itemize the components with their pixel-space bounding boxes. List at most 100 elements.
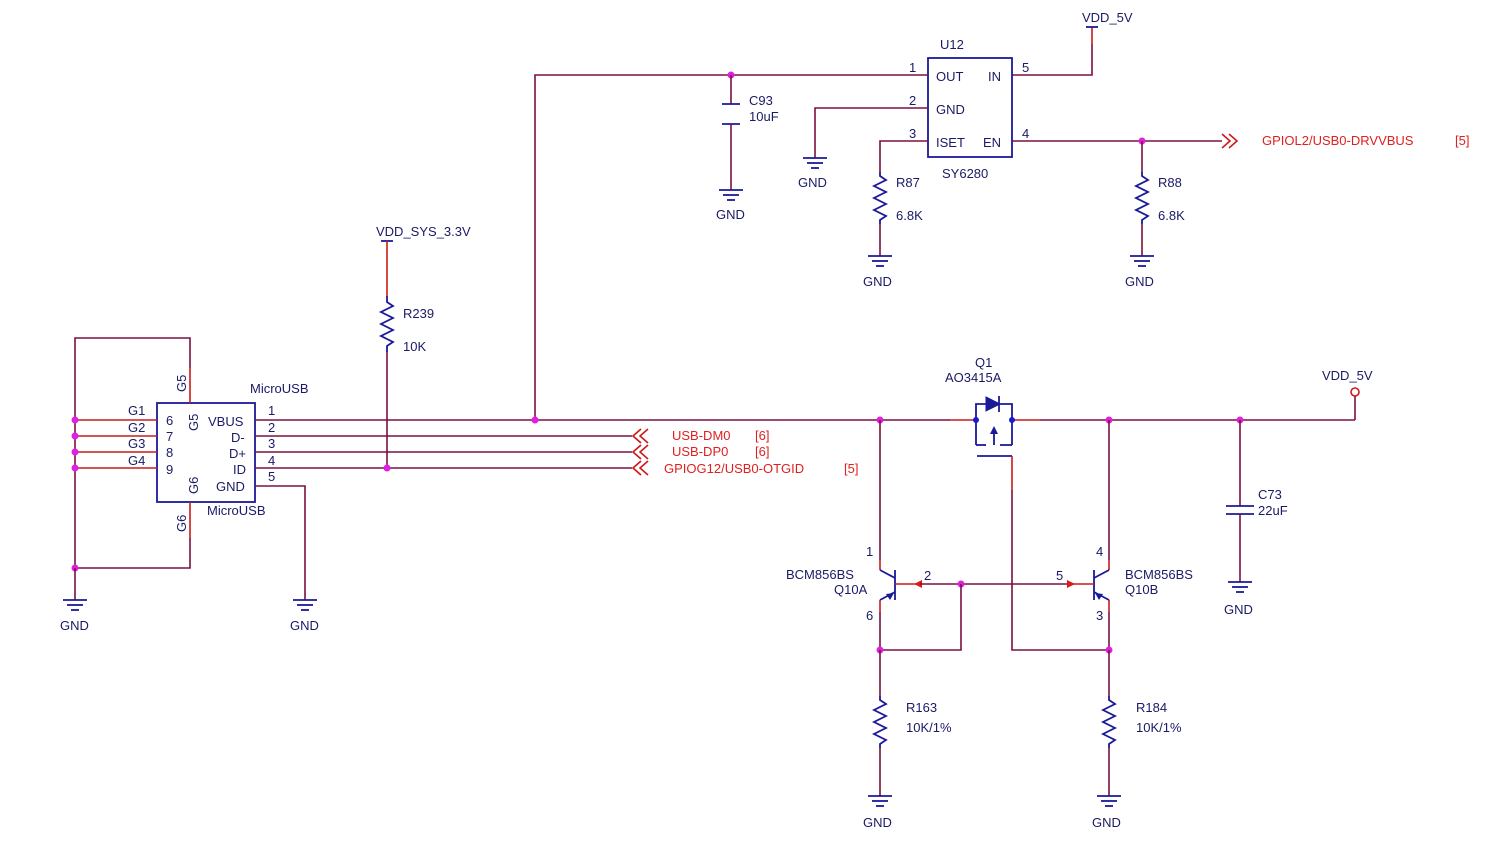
net-label-otgid: GPIOG12/USB0-OTGID: [664, 461, 804, 476]
gnd-label-r88: GND: [1125, 274, 1154, 289]
u12-pin-in: IN: [988, 69, 1001, 84]
c93-ref: C93: [749, 93, 773, 108]
q10b-pin-e: 3: [1096, 608, 1103, 623]
usb-shield-bottom-label: G6: [174, 515, 189, 532]
gnd-label-usb: GND: [290, 618, 319, 633]
usb-name-bottom: MicroUSB: [207, 503, 266, 518]
svg-text:G2: G2: [128, 420, 145, 435]
c73-value: 22uF: [1258, 503, 1288, 518]
offpage-arrow-otgid: [631, 460, 649, 476]
gnd-label-c93: GND: [716, 207, 745, 222]
wire-u12-iset: [879, 140, 928, 172]
u12-pin-gnd: GND: [936, 102, 965, 117]
usb-left-pin-g2: G2 7: [75, 420, 173, 444]
usb-left-pin-g4: G4 9: [75, 453, 173, 477]
r239-section: VDD_SYS_3.3V R239 10K: [376, 224, 471, 468]
gnd-label-r87: GND: [863, 274, 892, 289]
vdd5v-top-label: VDD_5V: [1082, 10, 1133, 25]
q10a-pin-c: 1: [866, 544, 873, 559]
svg-text:8: 8: [166, 445, 173, 460]
usb-shield-top-label: G5: [174, 375, 189, 392]
u12-pinnum-en: 4: [1022, 126, 1029, 141]
svg-text:6: 6: [166, 413, 173, 428]
offpage-arrow-dm: [631, 428, 649, 444]
usb-pin-id: ID: [233, 462, 246, 477]
gnd-symbol-c93: [719, 189, 743, 201]
u12-pinnum-gnd: 2: [909, 93, 916, 108]
net-label-dp: USB-DP0: [672, 444, 728, 459]
q10a-part: BCM856BS: [786, 567, 854, 582]
r88-value: 6.8K: [1158, 208, 1185, 223]
wire-gate-to-q10b: [1011, 490, 1110, 651]
u12-pinnum-iset: 3: [909, 126, 916, 141]
junction-g3: [71, 448, 79, 456]
vbus-section: Q1 AO3415A VDD_5V C73 22uF GND: [255, 355, 1373, 617]
gnd-label-r184: GND: [1092, 815, 1121, 830]
usb-shield-bottom-inner: G6: [186, 477, 201, 494]
net-label-drvvbus: GPIOL2/USB0-DRVVBUS: [1262, 133, 1414, 148]
net-ref-dm: [6]: [755, 428, 769, 443]
r184-ref: R184: [1136, 700, 1167, 715]
r87-ref: R87: [896, 175, 920, 190]
offpage-arrow-drvvbus: [1221, 133, 1239, 149]
q10b-pin-c: 4: [1096, 544, 1103, 559]
q10a-ref: Q10A: [834, 582, 868, 597]
q1-mosfet: [950, 396, 1040, 490]
q1-part: AO3415A: [945, 370, 1002, 385]
usb-pin-dm: D-: [231, 430, 245, 445]
usb-pinnum-1: 1: [268, 403, 275, 418]
r87-body: [871, 172, 889, 224]
vdd5v-right-terminal: [1350, 387, 1360, 397]
u12-pinnum-out: 1: [909, 60, 916, 75]
svg-text:G4: G4: [128, 453, 145, 468]
q10a-pin-b: 2: [924, 568, 931, 583]
r239-body: [378, 296, 396, 352]
r239-ref: R239: [403, 306, 434, 321]
usb-pinnum-2: 2: [268, 420, 275, 435]
svg-text:G3: G3: [128, 436, 145, 451]
junction-g4: [71, 464, 79, 472]
q1-ref: Q1: [975, 355, 992, 370]
u12-ref: U12: [940, 37, 964, 52]
usb-pinnum-3: 3: [268, 436, 275, 451]
usb-pinnum-4: 4: [268, 453, 275, 468]
r239-value: 10K: [403, 339, 426, 354]
gnd-label-c73: GND: [1224, 602, 1253, 617]
svg-text:7: 7: [166, 429, 173, 444]
q10a-pin-e: 6: [866, 608, 873, 623]
usb-pinnum-5: 5: [268, 469, 275, 484]
net-ref-otgid: [5]: [844, 461, 858, 476]
gnd-label-u12: GND: [798, 175, 827, 190]
usb-shield-top-inner: G5: [186, 414, 201, 431]
q10a-transistor: [879, 560, 922, 612]
q10b-part: BCM856BS: [1125, 567, 1193, 582]
r163-body: [871, 696, 889, 748]
gnd-label-usb-shield: GND: [60, 618, 89, 633]
u12-pinnum-in: 5: [1022, 60, 1029, 75]
gnd-symbol-r88: [1130, 255, 1154, 267]
vdd5v-right-label: VDD_5V: [1322, 368, 1373, 383]
junction-g1: [71, 416, 79, 424]
net-ref-drvvbus: [5]: [1455, 133, 1469, 148]
q10b-transistor: [1067, 560, 1110, 612]
usb-pin-gnd: GND: [216, 479, 245, 494]
junction-id-pullup: [383, 464, 391, 472]
usb-pin-dp: D+: [229, 446, 246, 461]
r163-value: 10K/1%: [906, 720, 952, 735]
gnd-symbol-r87: [868, 255, 892, 267]
gnd-label-r163: GND: [863, 815, 892, 830]
wire-vdd5v-in: [1012, 44, 1093, 76]
usb-connector: MicroUSB MicroUSB G5 G5 G6 G6 G1 6 G2 7 …: [60, 337, 858, 633]
usb-left-pin-g1: G1 6: [75, 403, 173, 428]
r87-value: 6.8K: [896, 208, 923, 223]
usb-left-pin-g3: G3 8: [75, 436, 173, 460]
vdd-sys-label: VDD_SYS_3.3V: [376, 224, 471, 239]
gnd-symbol-r163: [868, 795, 892, 807]
gnd-symbol-usb-shield: [63, 599, 87, 611]
mirror-section: 1 2 6 BCM856BS Q10A 4 5 3 BCM856BS Q10B: [786, 420, 1193, 830]
wire-usb-gnd: [255, 485, 306, 600]
u12-pin-iset: ISET: [936, 135, 965, 150]
u12-pin-en: EN: [983, 135, 1001, 150]
r88-body: [1133, 172, 1151, 224]
